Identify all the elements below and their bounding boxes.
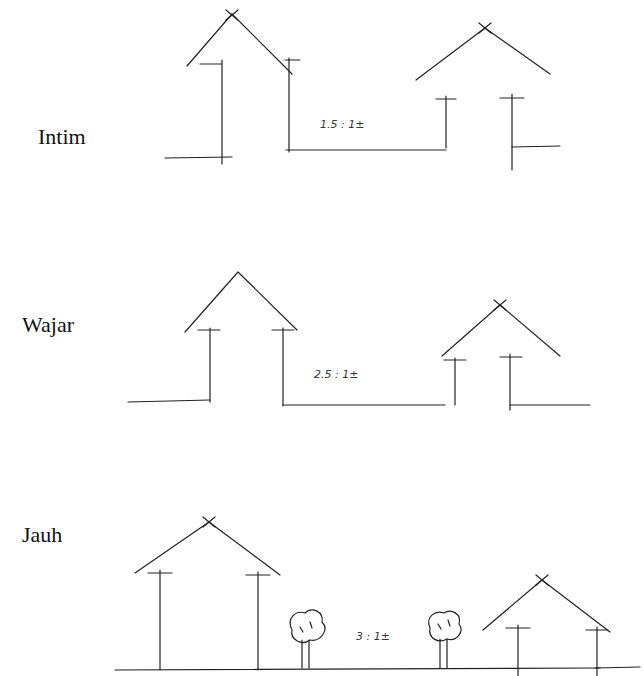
tree-crown-detail (438, 620, 450, 629)
roof (185, 272, 297, 332)
roof-tick (536, 575, 548, 585)
ground (510, 404, 590, 405)
row-label: Wajar (22, 312, 74, 338)
roof (187, 14, 292, 74)
wall (586, 627, 608, 676)
roof-tick (203, 517, 215, 527)
wall (506, 625, 530, 676)
row-label: Intim (38, 124, 86, 150)
wall (500, 354, 522, 410)
ground (115, 668, 600, 670)
roof-tick (494, 300, 506, 310)
ratio-label: 3 : 1± (354, 630, 392, 643)
roof-tick (226, 10, 238, 20)
wall (246, 572, 270, 670)
roof (416, 28, 550, 80)
ratio-label: 1.5 : 1± (318, 118, 366, 131)
wajar-houses (128, 272, 590, 410)
tree-trunk (440, 639, 447, 668)
ground (128, 400, 210, 402)
tree-crown (429, 611, 461, 641)
wall (444, 358, 466, 405)
wall (500, 94, 524, 170)
ground (283, 404, 445, 405)
tree-crown (290, 610, 325, 642)
roof-tick (479, 23, 491, 33)
wall (285, 58, 300, 152)
ground (286, 149, 446, 150)
tree-crown-detail (300, 622, 312, 632)
roof (483, 580, 610, 632)
ground (165, 157, 232, 158)
tree-trunk (302, 640, 309, 668)
wall (198, 328, 220, 402)
intim-houses (165, 10, 560, 170)
wall (148, 570, 172, 670)
ratio-label: 2.5 : 1± (312, 368, 360, 381)
jauh-houses (115, 517, 640, 676)
row-label: Jauh (22, 522, 62, 548)
ground (512, 146, 560, 147)
roof (442, 305, 560, 356)
ground (595, 667, 640, 668)
wall (272, 328, 294, 406)
wall (436, 96, 456, 148)
roof (135, 522, 280, 575)
wall (200, 60, 222, 164)
